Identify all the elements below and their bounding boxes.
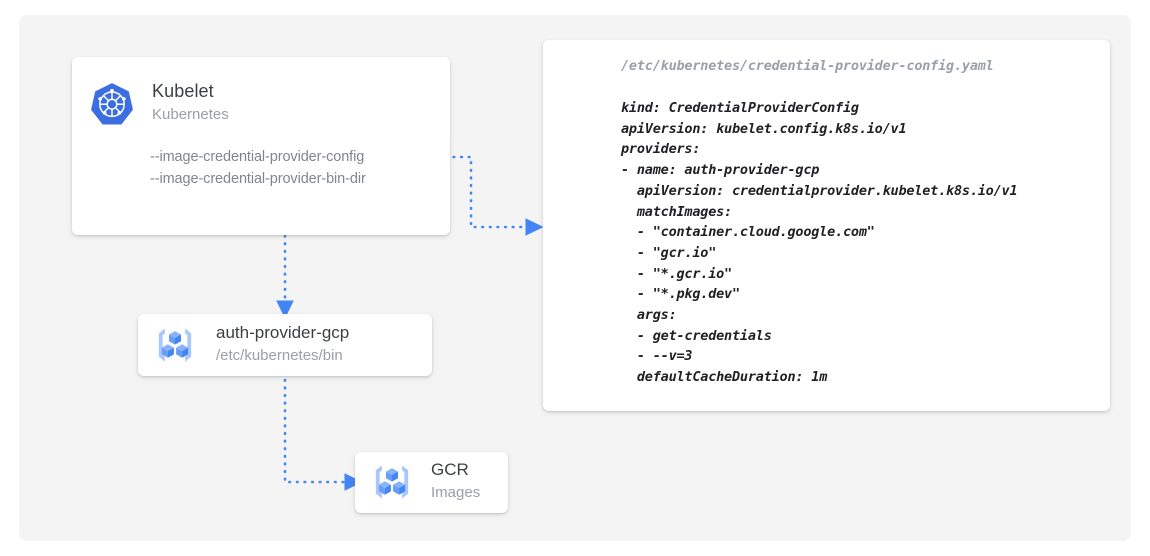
kubelet-card-title: Kubelet bbox=[152, 81, 214, 101]
kubelet-flag-config: --image-credential-provider-config bbox=[150, 149, 365, 165]
gcr-card[interactable]: GCR Images bbox=[355, 452, 508, 513]
auth-provider-gcp-card[interactable]: auth-provider-gcp /etc/kubernetes/bin bbox=[138, 314, 432, 376]
kubelet-card[interactable]: Kubelet Kubernetes --image-credential-pr… bbox=[72, 57, 450, 235]
kubernetes-logo-icon bbox=[87, 80, 137, 130]
kubelet-flag-bin-dir: --image-credential-provider-bin-dir bbox=[150, 171, 366, 187]
yaml-code-block: kind: CredentialProviderConfig apiVersio… bbox=[621, 100, 1018, 386]
kubelet-card-subtitle: Kubernetes bbox=[152, 106, 229, 123]
auth-provider-card-title: auth-provider-gcp bbox=[216, 323, 350, 342]
credential-provider-config-panel[interactable]: /etc/kubernetes/credential-provider-conf… bbox=[543, 40, 1110, 411]
gcr-card-title: GCR bbox=[431, 460, 469, 479]
gcr-card-subtitle: Images bbox=[431, 484, 481, 501]
yaml-file-path: /etc/kubernetes/credential-provider-conf… bbox=[621, 58, 994, 74]
auth-provider-card-subtitle: /etc/kubernetes/bin bbox=[216, 347, 343, 364]
container-registry-icon bbox=[151, 321, 199, 369]
container-registry-icon bbox=[368, 458, 416, 506]
